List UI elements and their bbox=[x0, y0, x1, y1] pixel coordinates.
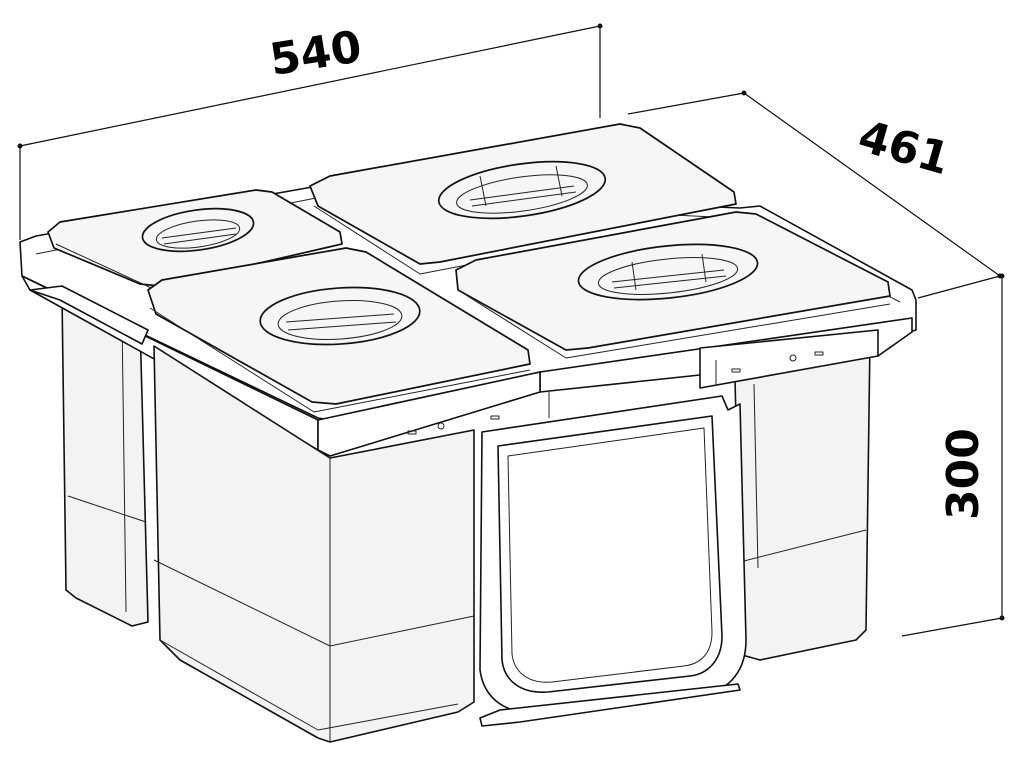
slot-mark bbox=[407, 430, 417, 435]
lid-front-left bbox=[147, 247, 531, 413]
slot-mark bbox=[731, 368, 741, 373]
depth-dimension-line bbox=[743, 92, 1001, 277]
lid-back-left bbox=[47, 189, 343, 293]
height-label: 300 bbox=[938, 428, 989, 520]
screw-mark bbox=[437, 422, 445, 430]
slot-mark bbox=[490, 415, 500, 420]
depth-endpoint-top bbox=[741, 90, 747, 96]
height-endpoint-top bbox=[999, 273, 1005, 279]
height-extension-bottom bbox=[901, 617, 1003, 637]
width-label: 540 bbox=[266, 21, 365, 86]
height-endpoint-bottom bbox=[999, 615, 1005, 621]
width-dimension-line bbox=[19, 25, 601, 147]
bin-back-right bbox=[734, 339, 871, 661]
depth-extension-right bbox=[917, 275, 1001, 299]
width-endpoint-right bbox=[597, 23, 603, 29]
lid-front-right bbox=[455, 211, 891, 359]
slot-mark bbox=[814, 351, 824, 356]
screw-mark bbox=[789, 354, 797, 362]
pull-handle bbox=[479, 395, 747, 727]
bin-front-left bbox=[153, 345, 475, 743]
depth-extension-top bbox=[627, 92, 745, 115]
lid-back-right bbox=[309, 123, 737, 275]
depth-label: 461 bbox=[853, 111, 955, 185]
width-endpoint-left bbox=[17, 143, 23, 149]
height-dimension: 300 bbox=[901, 273, 1005, 637]
